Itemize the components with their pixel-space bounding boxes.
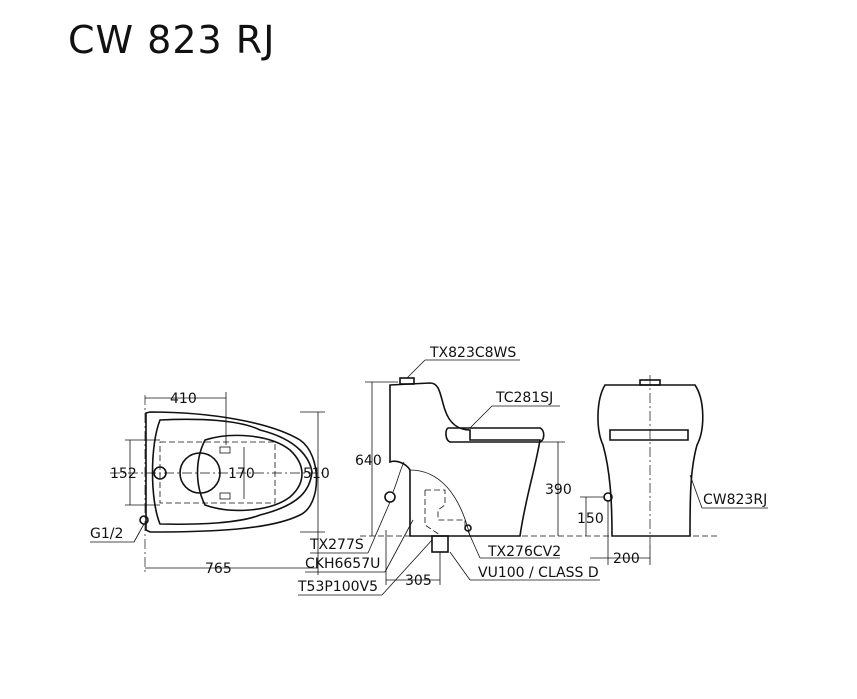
plan-bowl xyxy=(196,434,303,512)
dim-390: 390 xyxy=(545,482,572,498)
label-tx276cv2: TX276CV2 xyxy=(487,544,561,560)
label-tc281sj: TC281SJ xyxy=(495,390,553,406)
plan-hidden-outline xyxy=(159,441,276,504)
plan-view: 410 510 152 170 765 G1/2 xyxy=(90,391,330,577)
dim-152: 152 xyxy=(110,466,137,482)
outlet-pipe xyxy=(431,535,449,553)
side-outline xyxy=(389,382,541,537)
dim-510: 510 xyxy=(303,466,330,482)
label-ckh6657u: CKH6657U xyxy=(305,556,380,572)
side-view: 640 390 305 TX823C8WS TC281SJ TX277S CKH… xyxy=(297,345,720,596)
label-tx823c8ws: TX823C8WS xyxy=(429,345,516,361)
label-cw823rj: CW823RJ xyxy=(703,492,767,508)
dim-410: 410 xyxy=(170,391,197,407)
label-t53p100v5: T53P100V5 xyxy=(297,579,378,595)
dim-200: 200 xyxy=(613,551,640,567)
label-tx277s: TX277S xyxy=(309,537,364,553)
dim-170: 170 xyxy=(228,466,255,482)
front-view: 150 200 CW823RJ xyxy=(577,375,768,567)
dim-305: 305 xyxy=(405,573,432,589)
flush-button xyxy=(399,377,415,385)
dim-640: 640 xyxy=(355,453,382,469)
front-outline xyxy=(597,384,704,537)
dim-150: 150 xyxy=(577,511,604,527)
dim-765: 765 xyxy=(205,561,232,577)
supply-thread-label: G1/2 xyxy=(90,526,123,542)
drawing-title: CW 823 RJ xyxy=(68,18,276,62)
side-stop-valve-icon xyxy=(384,491,396,503)
plan-seat xyxy=(151,418,313,526)
label-vu100-class-d: VU100 / CLASS D xyxy=(478,565,599,581)
